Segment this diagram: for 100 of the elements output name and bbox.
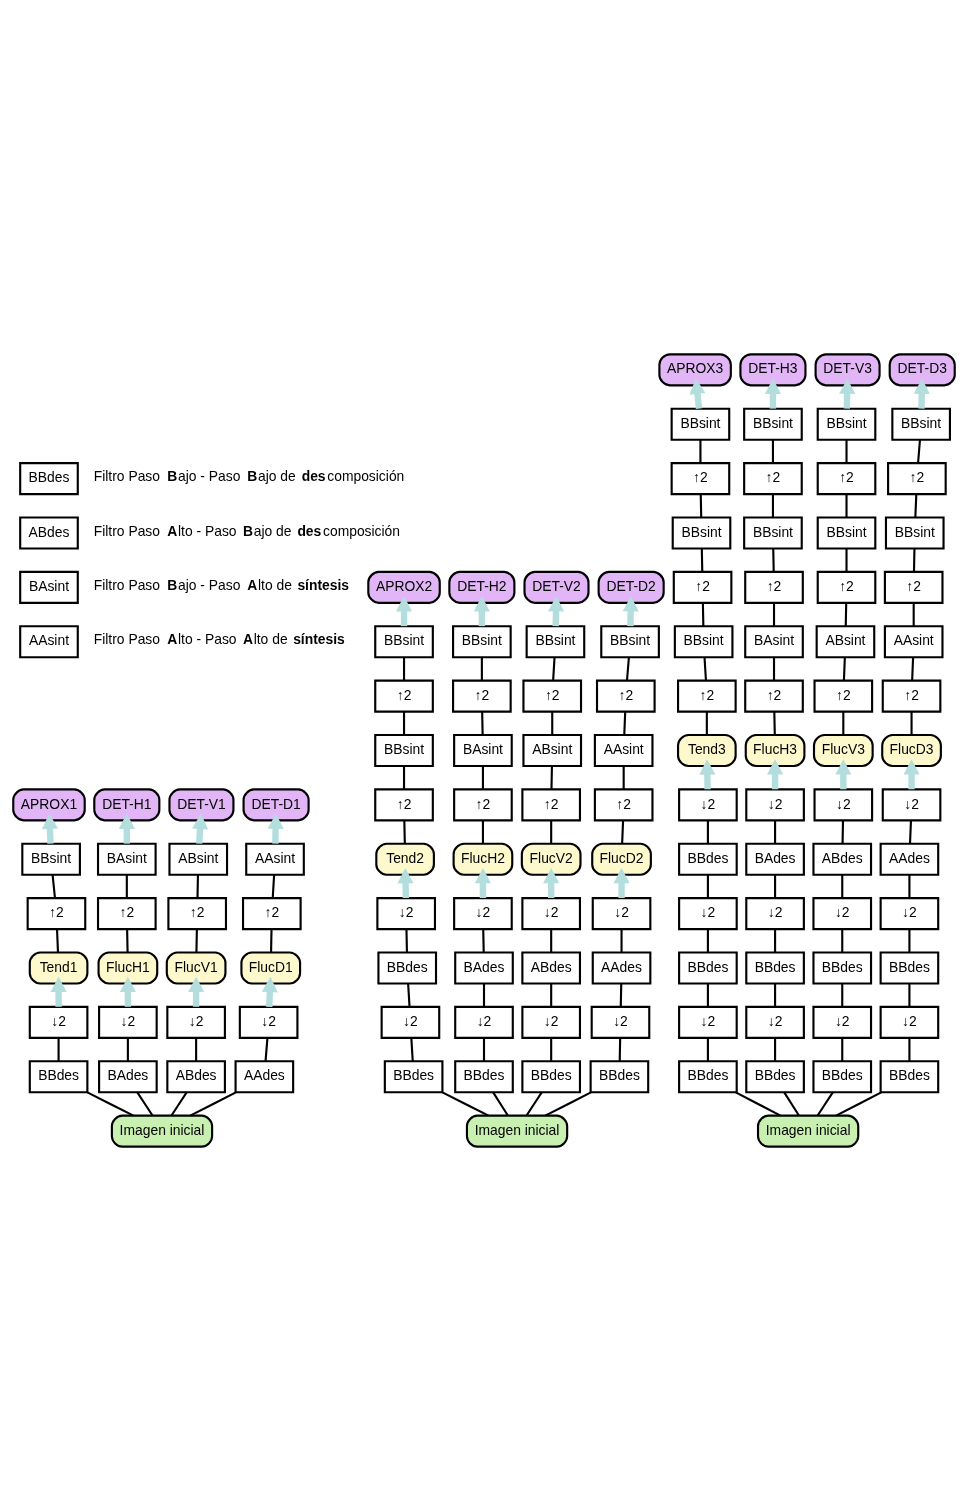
node-box: DET-H1 <box>92 787 160 821</box>
connector <box>402 711 405 735</box>
connector <box>772 656 775 680</box>
node-box: AAdes <box>879 842 939 876</box>
connector <box>912 602 915 626</box>
node-box: ↑2 <box>743 570 804 604</box>
connector <box>480 711 484 735</box>
node-box: BBdes <box>744 1059 805 1093</box>
connector <box>271 874 275 898</box>
connector <box>170 1091 188 1116</box>
connector <box>125 928 129 952</box>
connector <box>907 928 910 952</box>
connector <box>841 711 844 735</box>
node-box: ↑2 <box>672 570 732 604</box>
node-box: ↑2 <box>451 679 512 713</box>
node-box: BAsint <box>452 733 513 767</box>
node-box: BAsint <box>96 842 157 876</box>
node-box: FlucD3 <box>880 733 942 767</box>
node-box: ↑2 <box>166 896 227 930</box>
node-box: BBsint <box>670 407 730 441</box>
node-box: Tend2 <box>374 842 435 876</box>
node-box: ABsint <box>167 842 228 876</box>
connector <box>706 874 709 898</box>
node-box: BBdes <box>28 1059 88 1093</box>
node-box: ↑2 <box>241 896 302 930</box>
node-box: DET-D3 <box>888 352 956 386</box>
node-box: ↑2 <box>520 787 581 821</box>
connector <box>549 928 552 952</box>
node-box: ↓2 <box>97 1005 158 1039</box>
connector <box>551 656 556 681</box>
node-box: BBdes <box>677 842 738 876</box>
node-box: FlucH2 <box>452 842 513 876</box>
connector <box>773 874 776 898</box>
connector <box>771 548 775 572</box>
node-box: AAdes <box>234 1059 294 1093</box>
node-box: Imagen inicial <box>756 1114 859 1148</box>
node-box: ↑2 <box>886 461 947 495</box>
node-box: ↑2 <box>595 679 656 713</box>
connector <box>910 656 914 681</box>
arrow <box>622 595 639 626</box>
connector <box>402 819 406 844</box>
node-box: ↑2 <box>676 679 737 713</box>
connector <box>194 928 198 952</box>
node-box: ↑2 <box>883 570 944 604</box>
connector <box>907 1037 910 1061</box>
node-box: ABdes <box>18 515 79 549</box>
node-box: Tend3 <box>676 733 737 767</box>
node-box: APROX3 <box>657 352 732 386</box>
connector <box>698 439 701 463</box>
node-box: ↑2 <box>96 896 157 930</box>
node-box: BBdes <box>18 461 79 495</box>
node-box: ↓2 <box>811 1005 872 1039</box>
connector <box>699 493 702 517</box>
node-box: DET-V3 <box>814 352 881 386</box>
connector <box>125 874 128 898</box>
node-box: ↓2 <box>879 1005 939 1039</box>
connector <box>840 874 843 898</box>
connector <box>771 439 774 463</box>
node-box: ↓2 <box>879 896 939 930</box>
node-label: Filtro Paso Bajo - Paso Bajo de descomposición <box>93 467 404 484</box>
connector <box>126 1037 129 1061</box>
node-box: BBsint <box>599 624 660 658</box>
connector <box>481 765 484 789</box>
connector <box>480 656 483 680</box>
connector <box>619 928 623 952</box>
node-box: FlucV3 <box>812 733 874 767</box>
node-box: ↓2 <box>744 1005 805 1039</box>
connector <box>51 874 56 898</box>
node-box: ↑2 <box>816 570 876 604</box>
node-box: AAsint <box>244 842 305 876</box>
connector <box>706 983 709 1007</box>
node-box: BBsint <box>373 624 434 658</box>
connector <box>549 765 553 789</box>
connector <box>706 1037 709 1061</box>
connector <box>773 819 776 844</box>
connector <box>913 493 917 517</box>
node-box: ↑2 <box>373 787 434 821</box>
node-box: BBdes <box>811 951 872 985</box>
node-box: BBsint <box>673 624 733 658</box>
node-box: ↓2 <box>520 896 581 930</box>
node-box: ↓2 <box>453 1005 514 1039</box>
node-box: BBdes <box>744 951 805 985</box>
connector <box>404 928 408 952</box>
node-box: ABsint <box>521 733 582 767</box>
node-box: ↓2 <box>677 1005 738 1039</box>
node-label: Filtro Paso Alto - Paso Bajo de descomposición <box>93 522 400 539</box>
node-box: BBsint <box>373 733 434 767</box>
node-box: BBsint <box>742 407 803 441</box>
node-box: ↑2 <box>373 679 434 713</box>
connector <box>86 1090 134 1117</box>
connector <box>734 1090 781 1117</box>
connector <box>409 1037 414 1061</box>
node-box: AAsint <box>883 624 944 658</box>
node-box: BAdes <box>453 951 514 985</box>
connector <box>550 711 553 735</box>
connector <box>840 928 843 952</box>
connector <box>908 819 912 844</box>
node-box: ↓2 <box>452 896 513 930</box>
connector <box>481 819 484 844</box>
node-box: ↑2 <box>670 461 730 495</box>
